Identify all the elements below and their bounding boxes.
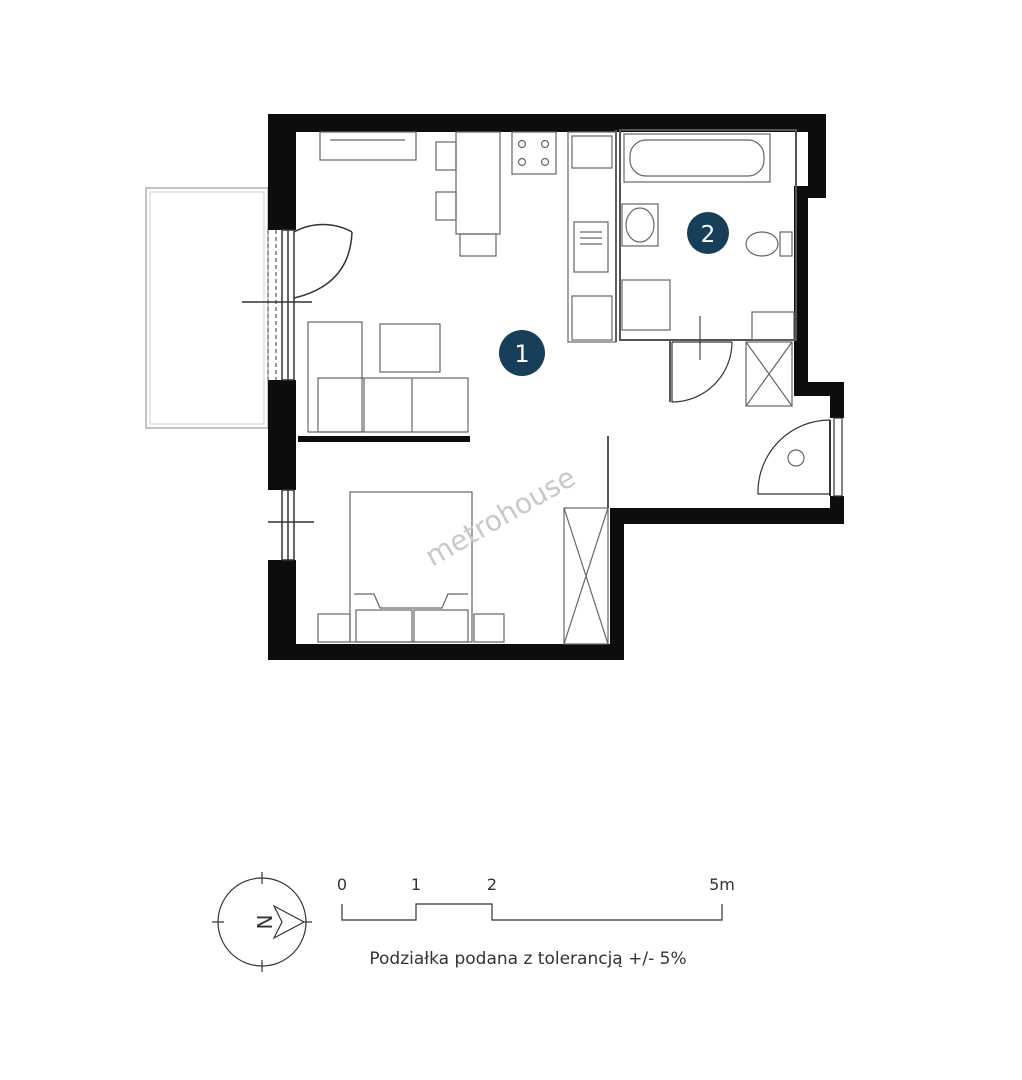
living-furniture <box>307 321 469 433</box>
bathroom-furniture <box>621 133 795 360</box>
window-left-top <box>242 223 353 381</box>
kitchen <box>319 131 617 343</box>
scale-bar: 0 1 2 5m Podziałka podana z tolerancją +… <box>337 875 735 969</box>
balcony <box>145 187 277 429</box>
bedroom-furniture <box>317 436 609 645</box>
room-badge-1: 1 <box>499 330 545 376</box>
hall-furniture <box>671 341 843 497</box>
svg-text:2: 2 <box>701 222 716 248</box>
walls <box>268 114 844 660</box>
room-badge-2: 2 <box>687 212 729 254</box>
north-arrow-icon: N <box>212 872 312 972</box>
scale-tick-5m: 5m <box>709 875 735 894</box>
scale-tick-0: 0 <box>337 875 347 894</box>
window-left-bottom <box>268 489 314 561</box>
scale-tick-1: 1 <box>411 875 421 894</box>
bathroom-walls <box>615 129 797 402</box>
svg-text:N: N <box>253 915 277 930</box>
scale-note: Podziałka podana z tolerancją +/- 5% <box>369 949 686 969</box>
svg-text:1: 1 <box>514 340 529 368</box>
scale-tick-2: 2 <box>487 875 497 894</box>
watermark: metrohouse <box>419 460 581 573</box>
